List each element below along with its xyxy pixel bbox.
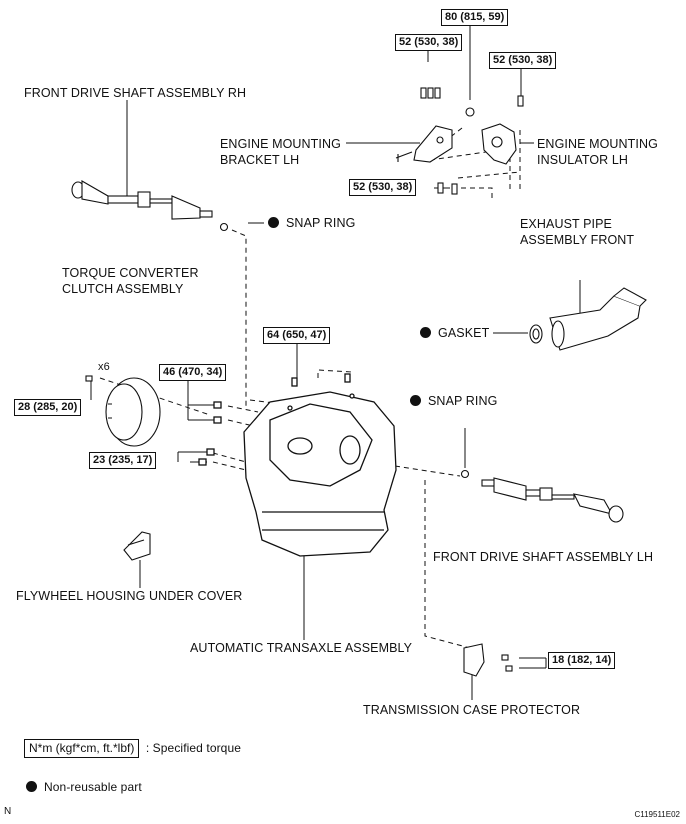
- non-reusable-dot-icon: [410, 395, 421, 406]
- x6-label: x6: [98, 361, 110, 373]
- exhaust-pipe-line1: EXHAUST PIPE: [520, 217, 612, 231]
- torque-box-52-right: 52 (530, 38): [489, 52, 557, 69]
- snap-ring-top-label: SNAP RING: [268, 216, 355, 231]
- torque-box-52-lower: 52 (530, 38): [349, 179, 417, 196]
- snap-ring-top-text: SNAP RING: [286, 216, 356, 230]
- snap-ring-right-label: SNAP RING: [410, 394, 497, 409]
- non-reusable-dot-icon: [268, 217, 279, 228]
- figure-code: C119511E02: [634, 810, 680, 819]
- non-reusable-dot-icon: [420, 327, 431, 338]
- engine-mounting-bracket-lh-label: ENGINE MOUNTING BRACKET LH: [220, 136, 341, 168]
- engine-mounting-bracket-lh-line1: ENGINE MOUNTING: [220, 137, 341, 151]
- legend-torque-row: N*m (kgf*cm, ft.*lbf) : Specified torque: [24, 739, 241, 758]
- automatic-transaxle-label: AUTOMATIC TRANSAXLE ASSEMBLY: [190, 641, 413, 655]
- engine-mounting-insulator-lh-line1: ENGINE MOUNTING: [537, 137, 658, 151]
- torque-box-28: 28 (285, 20): [14, 399, 82, 416]
- torque-box-23: 23 (235, 17): [89, 452, 157, 469]
- torque-box-18: 18 (182, 14): [548, 652, 616, 669]
- legend-torque-unit-box: N*m (kgf*cm, ft.*lbf): [24, 739, 140, 758]
- engine-mounting-insulator-lh-line2: INSULATOR LH: [537, 153, 629, 167]
- transmission-case-protector-label: TRANSMISSION CASE PROTECTOR: [363, 703, 581, 717]
- flywheel-housing-label: FLYWHEEL HOUSING UNDER COVER: [16, 589, 243, 603]
- torque-converter-label: TORQUE CONVERTER CLUTCH ASSEMBLY: [62, 265, 199, 297]
- exhaust-pipe-line2: ASSEMBLY FRONT: [520, 233, 635, 247]
- engine-mounting-bracket-lh-line2: BRACKET LH: [220, 153, 300, 167]
- gasket-text: GASKET: [438, 326, 490, 340]
- engine-mounting-insulator-lh-label: ENGINE MOUNTING INSULATOR LH: [537, 136, 658, 168]
- snap-ring-right-text: SNAP RING: [428, 394, 498, 408]
- front-drive-shaft-rh-label: FRONT DRIVE SHAFT ASSEMBLY RH: [24, 86, 247, 100]
- legend-nonreusable-row: Non-reusable part: [26, 780, 142, 795]
- torque-box-80: 80 (815, 59): [441, 9, 509, 26]
- torque-box-46: 46 (470, 34): [159, 364, 227, 381]
- exhaust-pipe-label: EXHAUST PIPE ASSEMBLY FRONT: [520, 216, 634, 248]
- legend-nonreusable-text: Non-reusable part: [44, 780, 142, 794]
- gasket-label: GASKET: [420, 326, 489, 341]
- non-reusable-dot-icon: [26, 781, 37, 792]
- legend-torque-desc: : Specified torque: [145, 741, 242, 755]
- front-drive-shaft-lh-label: FRONT DRIVE SHAFT ASSEMBLY LH: [433, 550, 654, 564]
- torque-converter-line1: TORQUE CONVERTER: [62, 266, 199, 280]
- torque-converter-line2: CLUTCH ASSEMBLY: [62, 282, 184, 296]
- torque-box-52-left: 52 (530, 38): [395, 34, 463, 51]
- torque-box-64: 64 (650, 47): [263, 327, 331, 344]
- corner-letter: N: [4, 806, 12, 817]
